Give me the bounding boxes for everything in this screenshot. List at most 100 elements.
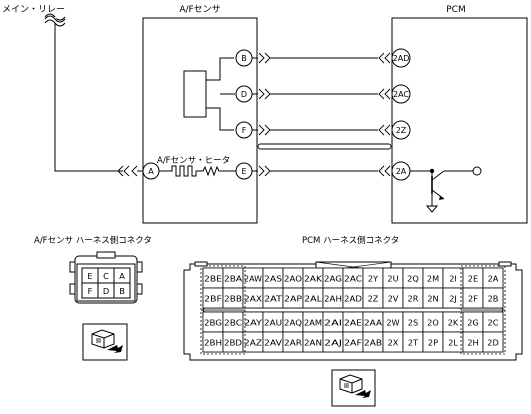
svg-text:A: A [148, 167, 154, 176]
pcm-connector-pin: 2N [422, 287, 444, 309]
svg-text:E: E [241, 167, 246, 176]
pcm-connector-pin: 2BD [222, 331, 244, 353]
svg-text:2AM: 2AM [304, 318, 322, 328]
pcm-connector-pin: 2AH [322, 287, 344, 309]
pcm-terminal-2ac: 2AC [391, 84, 411, 104]
pcm-connector-pin: 2AL [302, 287, 324, 309]
svg-text:2AZ: 2AZ [244, 338, 262, 348]
heater-symbol [159, 165, 236, 177]
pcm-connector-pin: 2I [442, 267, 464, 289]
pcm-connector-pin: 2R [402, 287, 424, 309]
af-connector-pin: A [113, 267, 131, 284]
svg-text:2T: 2T [408, 338, 419, 348]
svg-text:F: F [242, 126, 247, 135]
svg-text:2AC: 2AC [344, 274, 362, 284]
svg-text:2AC: 2AC [393, 90, 409, 99]
af-connector-pin: E [81, 267, 99, 284]
pcm-connector-pin: 2AF [342, 331, 364, 353]
svg-text:2AH: 2AH [324, 294, 342, 304]
svg-text:2R: 2R [408, 294, 419, 304]
pcm-connector-pin: 2Y [362, 267, 384, 289]
wire-f-2z [252, 124, 391, 136]
pcm-connector-pin: 2D [482, 331, 504, 353]
af-terminal-f: F [235, 121, 253, 139]
svg-text:2I: 2I [449, 274, 457, 284]
pcm-connector-pin: 2AZ [242, 331, 264, 353]
svg-text:2AP: 2AP [284, 294, 302, 304]
pcm-connector-pin: 2E [462, 267, 484, 289]
pcm-connector-pin: 2G [462, 311, 484, 333]
pcm-terminal-2ad: 2AD [391, 48, 411, 68]
svg-text:2S: 2S [408, 318, 418, 328]
pcm-connector-pin: 2AI [322, 311, 344, 333]
svg-text:2H: 2H [467, 338, 478, 348]
pcm-connector-pin: 2AS [262, 267, 284, 289]
svg-text:2U: 2U [387, 274, 398, 284]
pcm-connector-pin: 2AA [362, 311, 384, 333]
pcm-connector-pin: 2AN [302, 331, 324, 353]
af-connector-view-icon [82, 323, 128, 361]
pcm-connector-pin: 2S [402, 311, 424, 333]
svg-text:2C: 2C [488, 318, 499, 328]
pcm-box [391, 17, 528, 224]
pcm-connector-pin: 2AD [342, 287, 364, 309]
svg-text:2AU: 2AU [264, 318, 282, 328]
svg-text:2W: 2W [386, 318, 399, 328]
pcm-connector-pin: 2AJ [322, 331, 344, 353]
pcm-title: PCM [446, 5, 465, 15]
svg-text:2AJ: 2AJ [324, 338, 342, 348]
pcm-connector-pin: 2AO [282, 267, 304, 289]
pcm-connector-view-icon [331, 369, 376, 407]
pcm-connector-pin: 2AY [242, 311, 264, 333]
svg-text:2P: 2P [428, 338, 438, 348]
svg-text:2Z: 2Z [368, 294, 379, 304]
pcm-connector-pin: 2X [382, 331, 404, 353]
af-terminal-e: E [235, 162, 253, 180]
pcm-connector-pin: 2BG [202, 311, 224, 333]
svg-text:2AE: 2AE [344, 318, 362, 328]
pcm-connector-pin: 2AE [342, 311, 364, 333]
svg-text:F: F [88, 286, 93, 296]
svg-text:2AF: 2AF [344, 338, 362, 348]
svg-text:2Q: 2Q [407, 274, 419, 284]
svg-text:2AV: 2AV [264, 338, 282, 348]
pcm-connector-pin: 2AQ [282, 311, 304, 333]
svg-text:2F: 2F [468, 294, 478, 304]
svg-text:2B: 2B [488, 294, 499, 304]
svg-text:2A: 2A [488, 274, 499, 284]
svg-text:2BH: 2BH [204, 338, 222, 348]
wire-e-2a [252, 165, 391, 177]
af-sensor-box [142, 17, 258, 224]
pcm-connector-pin: 2M [422, 267, 444, 289]
svg-text:2AX: 2AX [244, 294, 262, 304]
pcm-connector-pin: 2O [422, 311, 444, 333]
pcm-connector-pin: 2V [382, 287, 404, 309]
svg-text:2Z: 2Z [396, 126, 407, 135]
pcm-connector-pin: 2AB [362, 331, 384, 353]
wire-b-2ad [252, 52, 391, 64]
svg-text:2N: 2N [427, 294, 438, 304]
svg-text:2AW: 2AW [244, 274, 262, 284]
svg-text:B: B [241, 54, 247, 63]
af-connector-pin: F [81, 282, 99, 299]
svg-text:2BF: 2BF [204, 294, 222, 304]
svg-text:2E: 2E [468, 274, 478, 284]
pcm-connector-pin: 2BE [202, 267, 224, 289]
svg-text:2AQ: 2AQ [284, 318, 302, 328]
svg-text:2K: 2K [448, 318, 459, 328]
svg-text:E: E [87, 271, 92, 281]
pcm-connector-pin: 2BB [222, 287, 244, 309]
pcm-connector-pin: 2BC [222, 311, 244, 333]
svg-text:2BD: 2BD [224, 338, 242, 348]
svg-text:2D: 2D [487, 338, 499, 348]
svg-text:2Y: 2Y [368, 274, 379, 284]
main-relay-label: メイン・リレー [2, 5, 65, 15]
pcm-connector-pin: 2AC [342, 267, 364, 289]
pcm-connector-pin: 2AM [302, 311, 324, 333]
pcm-connector-pin: 2H [462, 331, 484, 353]
svg-text:2AO: 2AO [284, 274, 302, 284]
pcm-connector-pin: 2F [462, 287, 484, 309]
pcm-connector-pin: 2Q [402, 267, 424, 289]
svg-text:2AA: 2AA [364, 318, 382, 328]
